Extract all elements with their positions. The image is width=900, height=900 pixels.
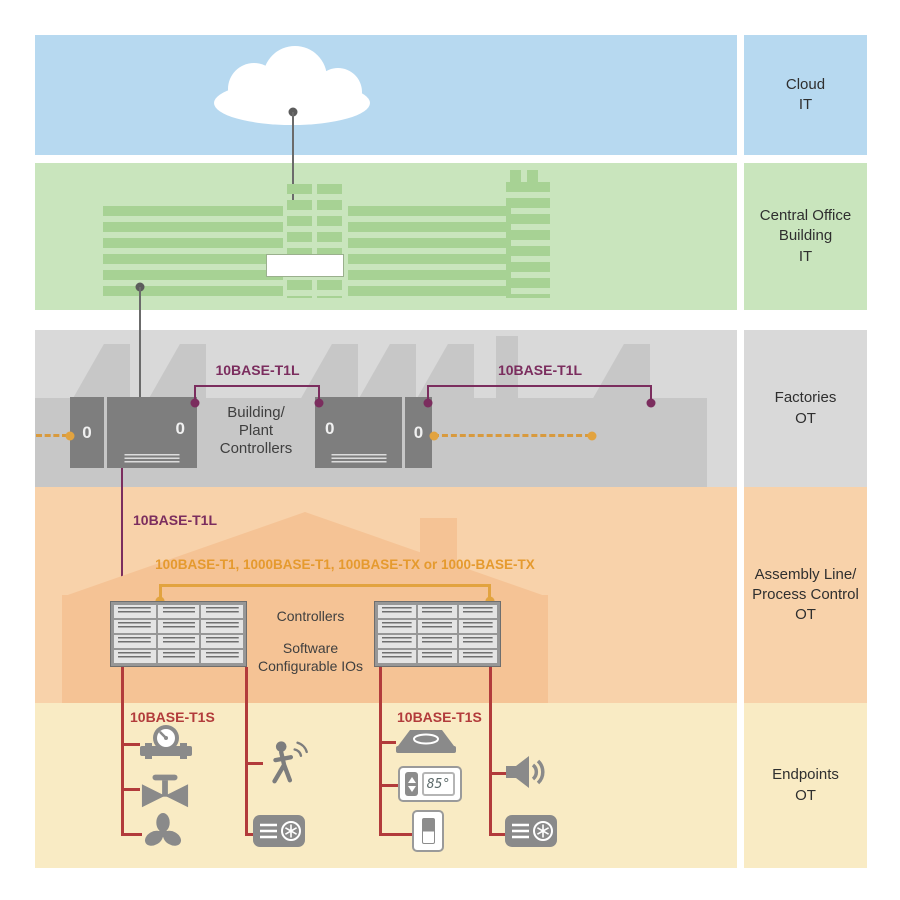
side-label-line: OT: [795, 606, 816, 624]
plc-vents: [124, 454, 180, 463]
motion-sensor-icon: [262, 736, 312, 788]
valve-icon: [140, 768, 190, 810]
thermostat-icon: 85°: [398, 766, 462, 802]
side-label-assembly: Assembly Line/ Process Control OT: [744, 487, 867, 703]
io-rack-left: [110, 601, 247, 667]
side-label-line: Building: [778, 227, 833, 245]
t1l-label-assembly: 10BASE-T1L: [133, 512, 218, 528]
side-label-line: OT: [795, 409, 816, 427]
fan-icon: [142, 812, 184, 854]
side-label-line: IT: [798, 247, 813, 265]
side-label-line: Central Office: [759, 207, 852, 225]
io-rack-right: [374, 601, 501, 667]
plc-indicator: 0: [82, 422, 92, 442]
smoke-detector-icon: [394, 726, 458, 756]
side-label-line: Process Control: [752, 585, 859, 603]
pressure-gauge-icon: [138, 724, 194, 764]
t1s-label-left: 10BASE-T1S: [130, 709, 215, 725]
office-entrance: [266, 254, 344, 277]
plc-indicator: 0: [325, 419, 335, 438]
t1l-label-factory-right: 10BASE-T1L: [497, 362, 583, 378]
side-label-factories: Factories OT: [744, 330, 867, 487]
side-label-line: Factories: [774, 389, 837, 407]
thermostat-buttons: [405, 772, 418, 796]
hvac-unit-icon: [252, 814, 306, 848]
assembly-controllers-caption: Controllers Software Configurable IOs: [257, 608, 364, 674]
light-switch-icon: [412, 810, 444, 852]
fieldbus-label: 100BASE-T1, 1000BASE-T1, 100BASE-TX or 1…: [155, 557, 535, 572]
band-cloud: [35, 35, 737, 155]
plc-unit-right: 0 0: [315, 397, 432, 468]
side-label-line: Endpoints: [772, 766, 839, 784]
plc-indicator: 0: [413, 422, 424, 442]
hvac-unit-icon: [504, 814, 558, 848]
factory-controllers-caption: Building/ Plant Controllers: [219, 404, 293, 457]
side-label-endpoints: Endpoints OT: [744, 703, 867, 868]
side-label-line: IT: [798, 96, 813, 113]
side-label-cloud: Cloud IT: [744, 35, 867, 155]
speaker-icon: [504, 753, 548, 791]
side-label-office: Central Office Building IT: [744, 163, 867, 310]
plc-unit-left: 0 0: [70, 397, 197, 468]
up-arrow-icon: [407, 776, 416, 783]
t1l-label-factory-left: 10BASE-T1L: [215, 362, 300, 378]
thermostat-display: 85°: [422, 772, 455, 796]
switch-rocker: [421, 818, 435, 844]
t1s-label-right: 10BASE-T1S: [397, 709, 482, 725]
plc-vents: [331, 454, 386, 463]
side-label-line: Cloud: [785, 75, 826, 93]
side-label-line: Assembly Line/: [754, 565, 857, 583]
plc-indicator: 0: [175, 419, 185, 438]
cloud-icon: [192, 42, 392, 127]
down-arrow-icon: [407, 785, 416, 792]
side-label-line: OT: [795, 786, 816, 804]
